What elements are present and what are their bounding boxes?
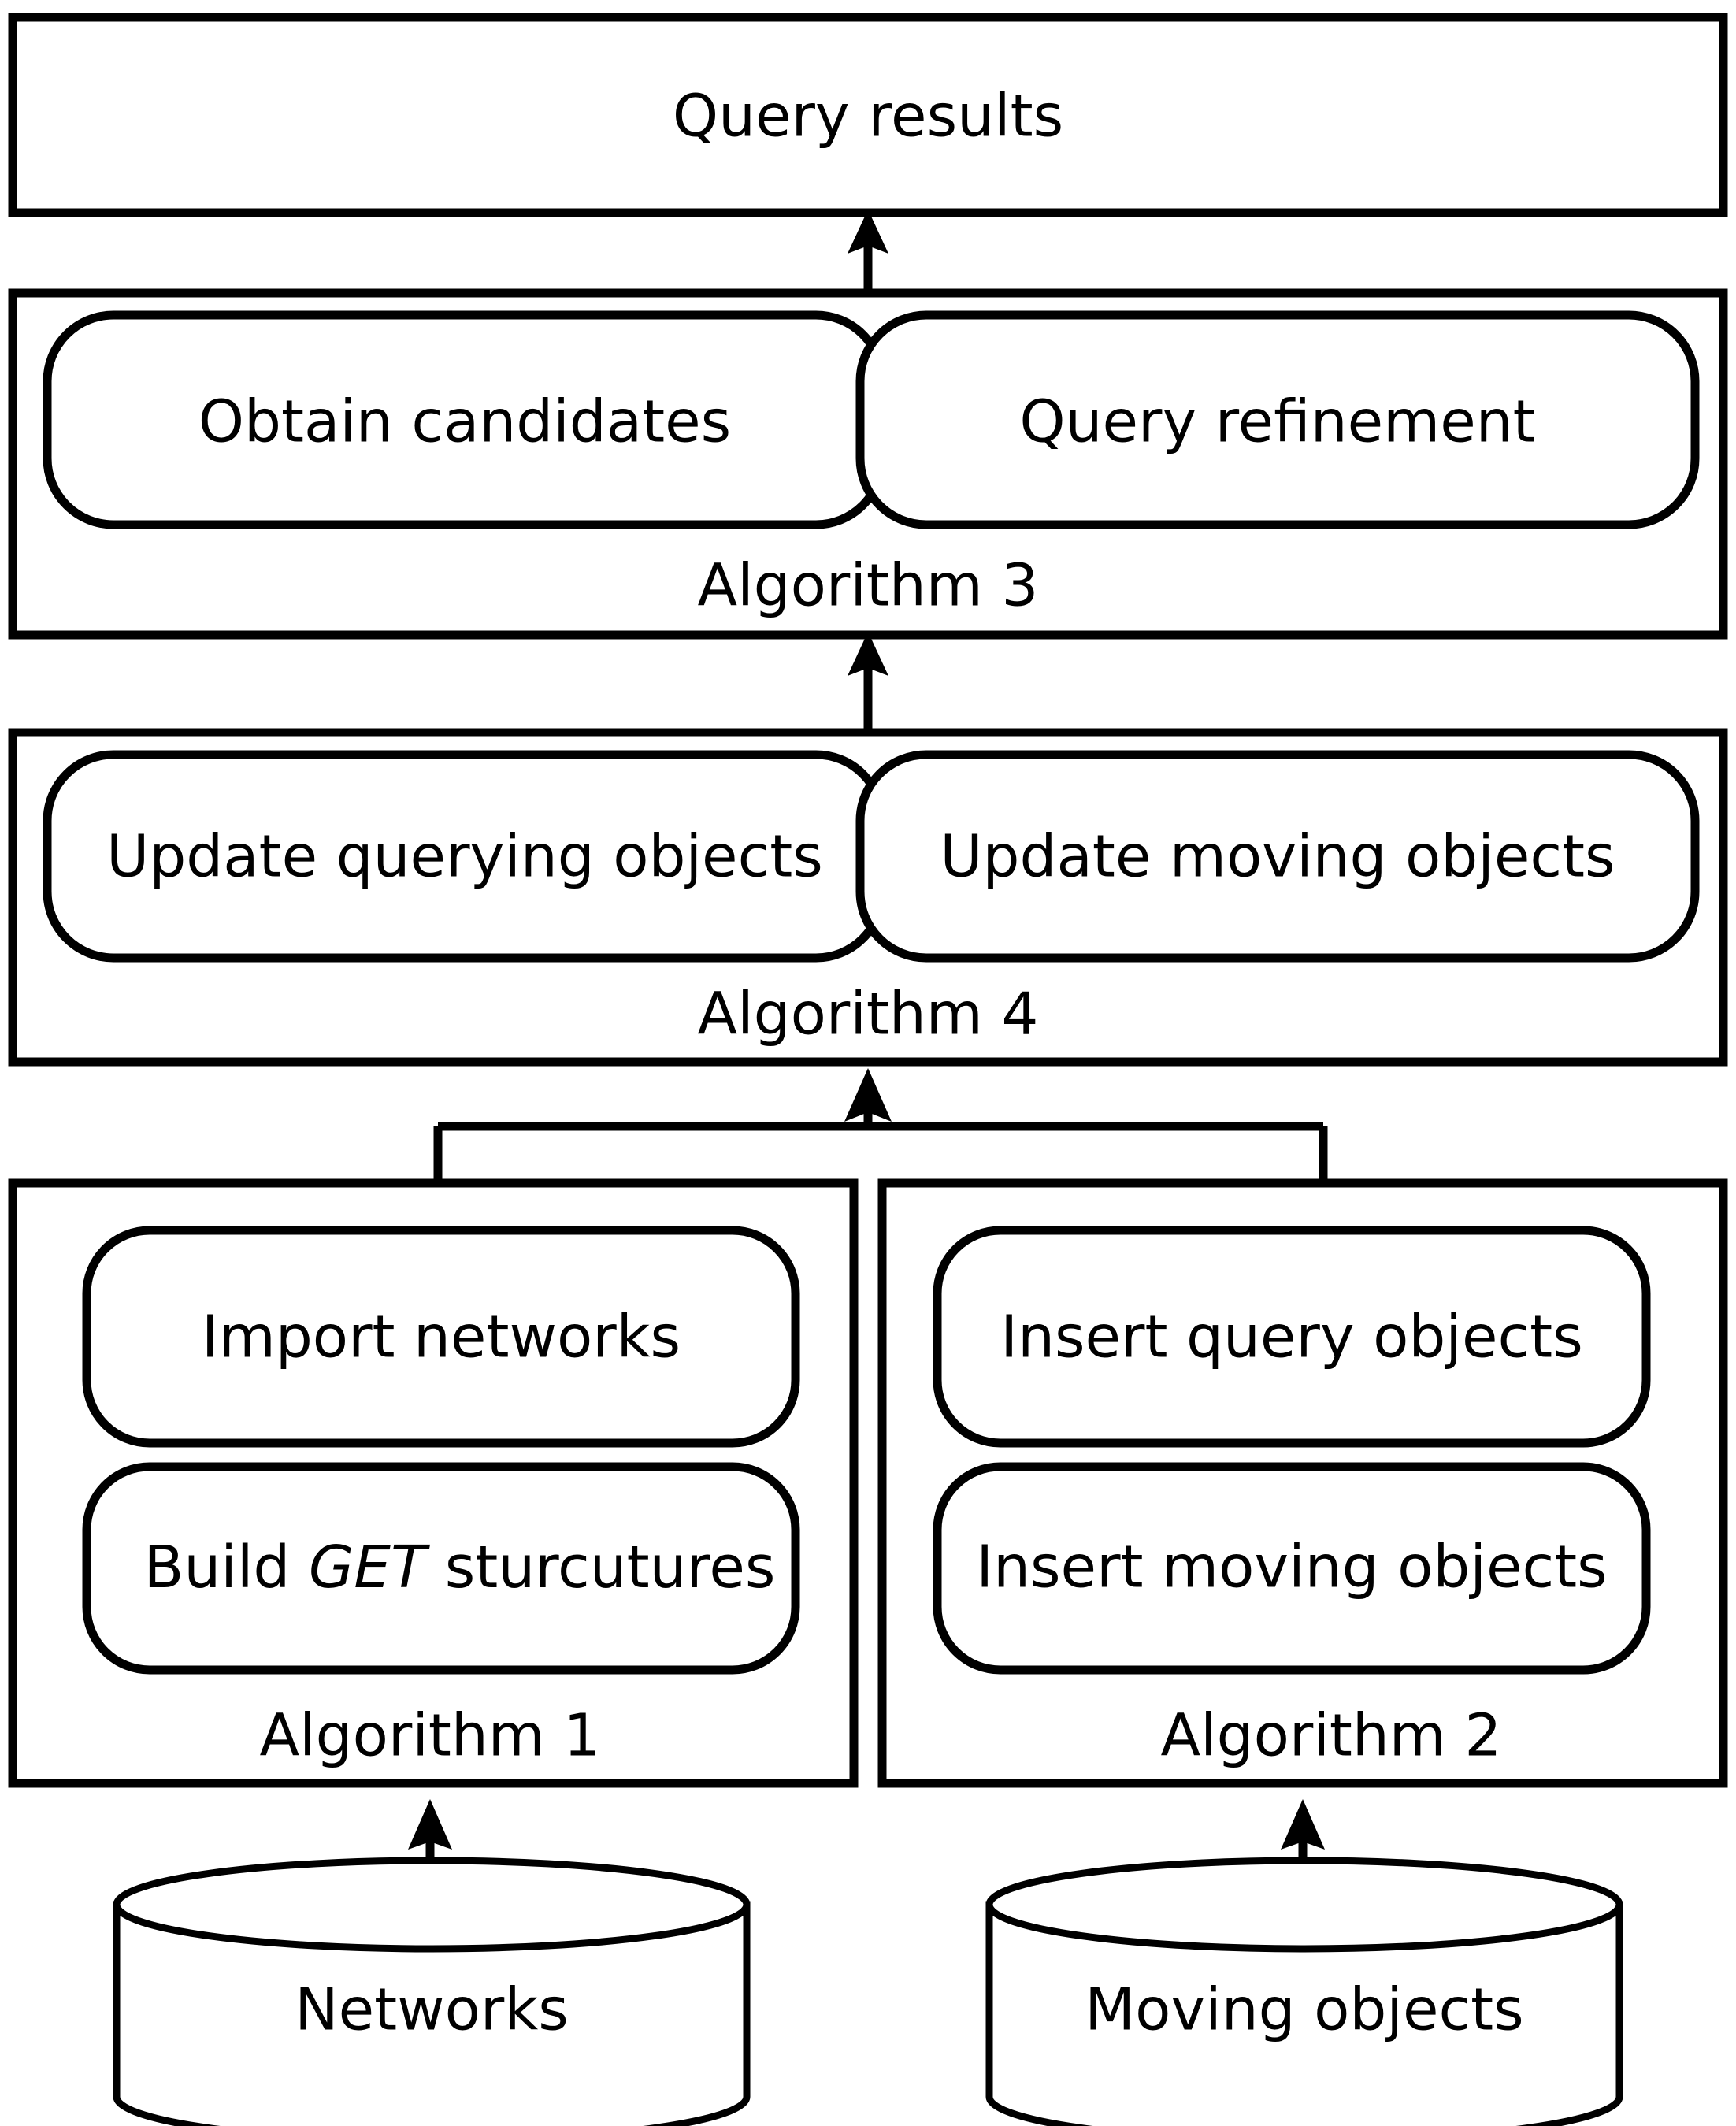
query-refinement-label: Query refinement bbox=[1019, 388, 1535, 456]
moving-objects-datastore-top bbox=[985, 1857, 1623, 1953]
networks-datastore-body bbox=[113, 1901, 751, 2126]
update-querying-objects-label: Update querying objects bbox=[106, 823, 823, 891]
moving-objects-datastore-label: Moving objects bbox=[1085, 1976, 1523, 2044]
update-moving-objects-box bbox=[855, 750, 1700, 963]
arrow-moving-to-alg2-head bbox=[1281, 1799, 1325, 1850]
algorithm1-group-label: Algorithm 1 bbox=[259, 1702, 600, 1770]
query-results-label: Query results bbox=[673, 83, 1063, 150]
query-results-box bbox=[8, 13, 1728, 217]
build-get-prefix: Build bbox=[144, 1534, 309, 1601]
algorithm2-group-label: Algorithm 2 bbox=[1160, 1702, 1501, 1770]
insert-query-objects-box bbox=[933, 1226, 1651, 1448]
arrow-alg3-to-results-head bbox=[848, 210, 888, 254]
networks-datastore-top bbox=[113, 1857, 751, 1953]
arrow-alg4-to-alg3-head bbox=[848, 632, 888, 676]
build-get-structures-box bbox=[82, 1462, 800, 1675]
algorithm3-group-label: Algorithm 3 bbox=[697, 552, 1038, 620]
update-moving-objects-label: Update moving objects bbox=[940, 823, 1615, 891]
arrow-networks-to-alg1-head bbox=[408, 1799, 452, 1850]
build-get-emphasis: GET bbox=[309, 1534, 431, 1601]
import-networks-label: Import networks bbox=[202, 1304, 681, 1371]
import-networks-box bbox=[82, 1226, 800, 1448]
insert-moving-objects-box bbox=[933, 1462, 1651, 1675]
insert-query-objects-label: Insert query objects bbox=[1000, 1304, 1583, 1371]
networks-datastore-label: Networks bbox=[295, 1976, 569, 2044]
build-get-structures-label: Build GET sturcutures bbox=[14, 1534, 868, 1601]
arrow-merge-to-alg4-head bbox=[844, 1068, 892, 1122]
moving-objects-datastore-body bbox=[985, 1901, 1623, 2126]
query-refinement-box bbox=[855, 310, 1700, 529]
obtain-candidates-label: Obtain candidates bbox=[198, 388, 731, 456]
insert-moving-objects-label: Insert moving objects bbox=[976, 1534, 1607, 1601]
build-get-suffix: sturcutures bbox=[426, 1534, 775, 1601]
algorithm4-group-label: Algorithm 4 bbox=[697, 981, 1038, 1048]
